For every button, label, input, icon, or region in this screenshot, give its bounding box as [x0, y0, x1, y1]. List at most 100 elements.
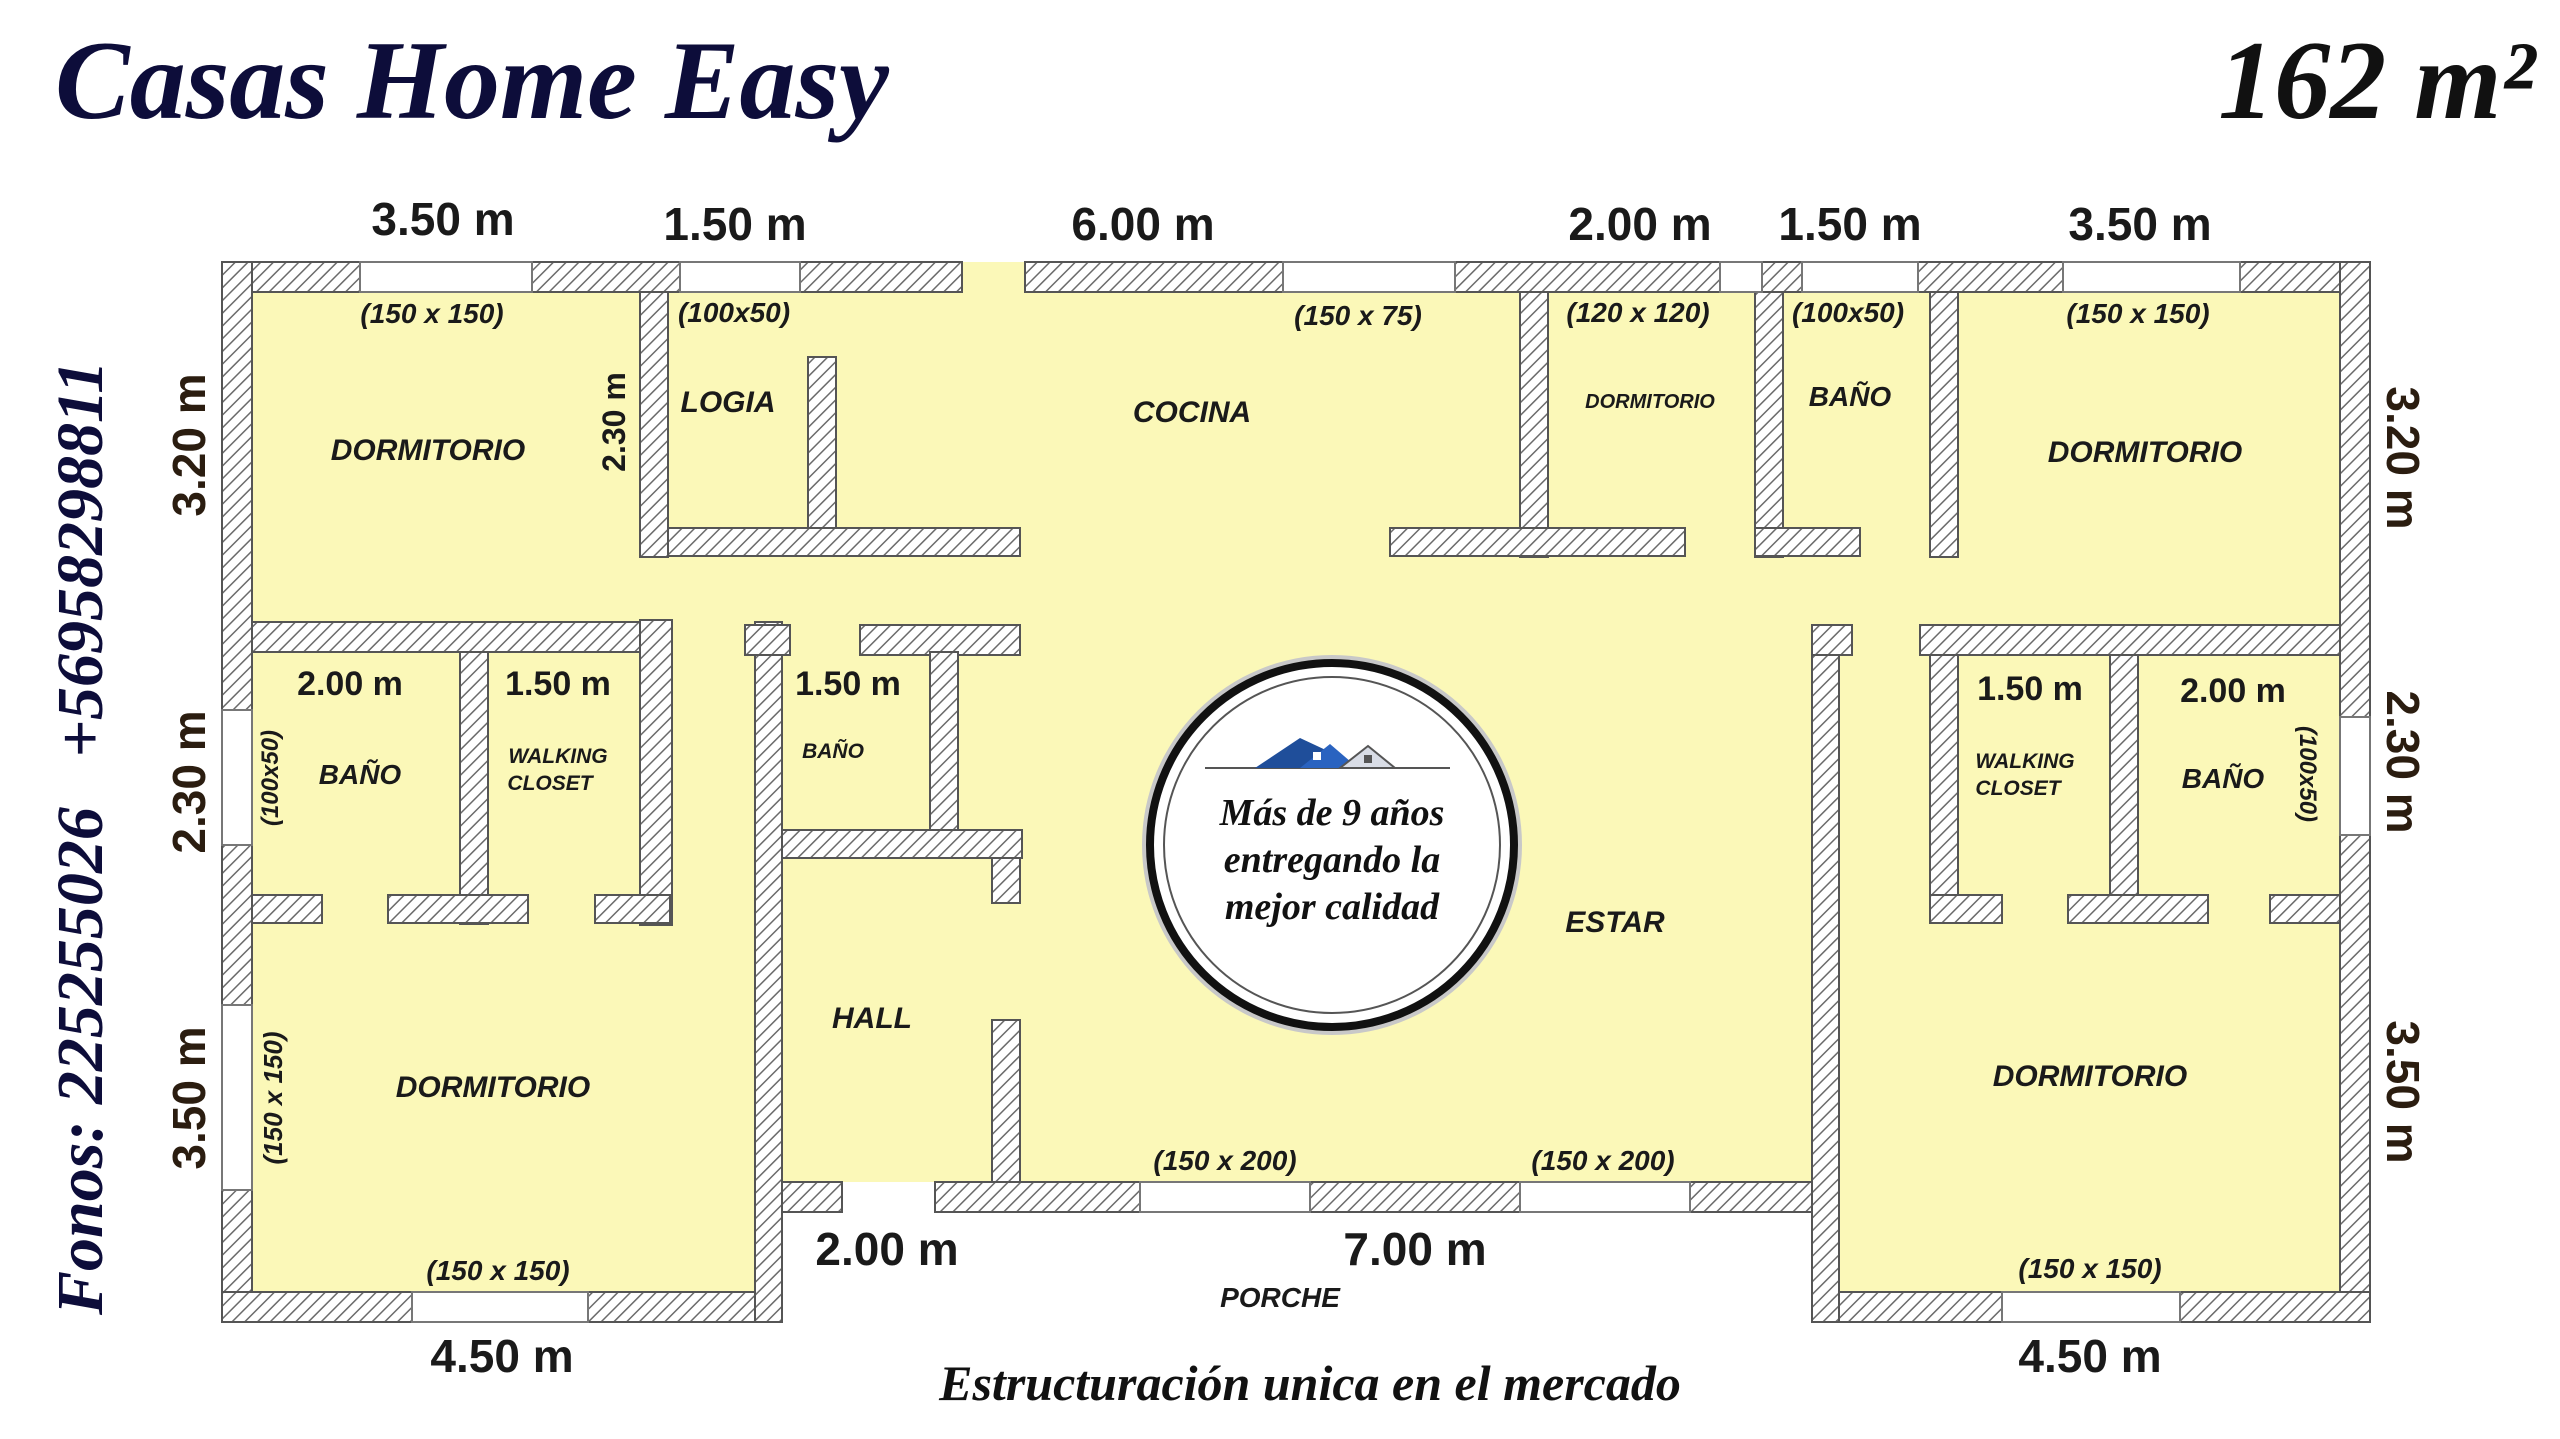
room-labels: DORMITORIO LOGIA COCINA DORMITORIO BAÑO … — [319, 381, 2265, 1313]
wall-wc-left-bottom-2 — [387, 894, 529, 924]
dim-top-6: 3.50 m — [2068, 198, 2211, 250]
dim-walk-right: 1.50 m — [1977, 670, 2083, 708]
room-dorm-br: DORMITORIO — [1993, 1060, 2187, 1093]
wall-bano-center-stub — [991, 857, 1021, 904]
window-label-bano-right: (100x50) — [2294, 726, 2321, 822]
house-logo-icon — [1205, 738, 1450, 769]
wall-bano-center-right — [929, 651, 959, 833]
dim-right-3: 3.50 m — [2377, 1020, 2429, 1163]
room-dorm-tl: DORMITORIO — [331, 434, 525, 467]
dim-top-1: 3.50 m — [371, 193, 514, 245]
wall-walk-right-left — [1929, 654, 1959, 924]
room-porche: PORCHE — [1220, 1282, 1341, 1313]
room-walk-right-2: CLOSET — [1975, 777, 2062, 800]
dim-porch-1: 2.00 m — [815, 1223, 958, 1275]
wall-walk-left-sep — [459, 651, 489, 925]
window-label-tl: (150 x 150) — [360, 298, 503, 329]
dim-top-2: 1.50 m — [663, 198, 806, 250]
room-cocina: COCINA — [1133, 396, 1251, 429]
wall-wc-left-bottom-3 — [594, 894, 671, 924]
area-title: 162 m² — [2218, 19, 2537, 143]
window-label-br: (150 x 150) — [2018, 1253, 2161, 1284]
room-estar: ESTAR — [1565, 906, 1665, 939]
wall-logia-left — [639, 291, 669, 558]
dim-porch-2: 7.00 m — [1343, 1223, 1486, 1275]
wall-top-6 — [1761, 261, 1803, 293]
dim-right-1: 3.20 m — [2377, 386, 2429, 529]
room-walk-right-1: WALKING — [1975, 750, 2074, 773]
wall-wc-right-bottom-2 — [2067, 894, 2209, 924]
wall-wc-right-bottom-1 — [1929, 894, 2003, 924]
dim-left-3: 3.50 m — [163, 1026, 215, 1169]
wall-logia-bottom — [667, 527, 1021, 557]
dim-top-3: 6.00 m — [1071, 198, 1214, 250]
walls — [221, 261, 2371, 1323]
wall-wc-right-bottom-3 — [2269, 894, 2341, 924]
window-label-bano-top: (100x50) — [1792, 297, 1904, 328]
room-logia: LOGIA — [681, 386, 776, 419]
window-label-bl: (150 x 150) — [426, 1255, 569, 1286]
wall-porch-top-1 — [781, 1181, 843, 1213]
window-label-dorm-bl-side: (150 x 150) — [258, 1032, 288, 1165]
room-walk-left-2: CLOSET — [507, 772, 594, 795]
wall-porch-right — [1811, 624, 1840, 1323]
wall-bano-top-bottom — [1754, 527, 1861, 557]
wall-hall-right — [991, 1019, 1021, 1183]
room-bano-center: BAÑO — [802, 740, 864, 763]
wall-porch-left — [754, 621, 783, 1323]
dim-bottom-left: 4.50 m — [430, 1330, 573, 1382]
window-labels: (150 x 150) (100x50) (150 x 75) (120 x 1… — [257, 297, 2321, 1286]
wall-top-7 — [1917, 261, 2064, 293]
phone-numbers: Fonos: 225255026 +56958298811 — [44, 361, 117, 1316]
wall-top-4 — [1024, 261, 1284, 293]
badge-line-2: entregando la — [1224, 839, 1440, 881]
window-label-dorm-small: (120 x 120) — [1566, 297, 1709, 328]
wall-logia-stub — [807, 356, 837, 529]
dim-bottom-right: 4.50 m — [2018, 1330, 2161, 1382]
dim-left-2: 2.30 m — [163, 710, 215, 853]
wall-top-3 — [799, 261, 963, 293]
wall-dorm-small-bottom — [1389, 527, 1686, 557]
wall-porch-top-4 — [1689, 1181, 1813, 1213]
quality-badge: Más de 9 años entregando la mejor calida… — [1142, 655, 1522, 1035]
room-bano-right: BAÑO — [2182, 763, 2265, 794]
wall-walk-right-sep — [2109, 654, 2139, 924]
dim-left-1: 3.20 m — [163, 373, 215, 516]
window-label-estar-1: (150 x 200) — [1153, 1145, 1296, 1176]
window-label-estar-2: (150 x 200) — [1531, 1145, 1674, 1176]
dim-logia-vertical: 2.30 m — [596, 372, 632, 472]
room-bano-top: BAÑO — [1809, 381, 1892, 412]
windows — [221, 261, 2371, 1323]
wall-right-2 — [2339, 834, 2371, 1323]
wall-mid-center-2 — [859, 624, 1021, 656]
wall-bano-top-left — [1754, 291, 1784, 558]
wall-bano-center-bottom — [781, 829, 1023, 859]
brand-title: Casas Home Easy — [55, 19, 890, 143]
dim-bano-right: 2.00 m — [2180, 672, 2286, 710]
window-label-tr: (150 x 150) — [2066, 298, 2209, 329]
wall-top-2 — [531, 261, 681, 293]
dim-bano-left: 2.00 m — [297, 665, 403, 703]
wall-bottom-3 — [1811, 1291, 2003, 1323]
room-dorm-bl: DORMITORIO — [396, 1071, 590, 1104]
window-label-cocina: (150 x 75) — [1294, 300, 1422, 331]
room-hall: HALL — [832, 1002, 912, 1035]
wall-bottom-2 — [587, 1291, 781, 1323]
room-dorm-tr: DORMITORIO — [2048, 436, 2242, 469]
wall-bottom-4 — [2179, 1291, 2371, 1323]
wall-mid-left — [251, 621, 673, 653]
wall-right-1 — [2339, 261, 2371, 718]
tagline: Estructuración unica en el mercado — [938, 1355, 1681, 1411]
dim-right-2: 2.30 m — [2377, 690, 2429, 833]
wall-mid-right-2 — [1919, 624, 2341, 656]
wall-left-1 — [221, 261, 253, 711]
wall-dorm-small-left — [1519, 291, 1549, 558]
room-walk-left-1: WALKING — [508, 745, 607, 768]
wall-left-2 — [221, 844, 253, 1006]
dim-bano-center: 1.50 m — [795, 665, 901, 703]
dim-top-4: 2.00 m — [1568, 198, 1711, 250]
badge-line-1: Más de 9 años — [1219, 792, 1445, 834]
wall-bottom-1 — [221, 1291, 413, 1323]
dim-top-5: 1.50 m — [1778, 198, 1921, 250]
